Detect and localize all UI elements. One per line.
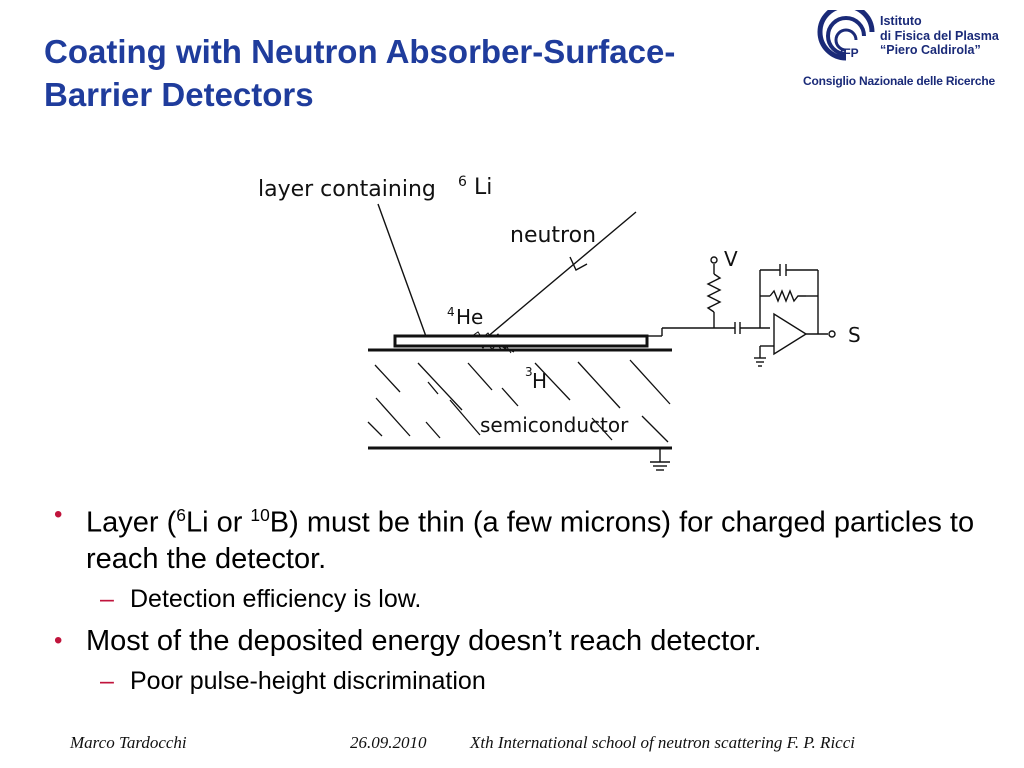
logo-institute-text: Istituto di Fisica del Plasma “Piero Cal… <box>880 14 999 58</box>
layer-label: layer containing <box>258 177 436 202</box>
signal-label: S <box>848 323 861 347</box>
h-superscript: 3 <box>525 365 533 379</box>
voltage-label: V <box>724 247 738 271</box>
neutron-track <box>485 211 637 339</box>
ifp-cnr-logo: IFP <box>817 10 875 61</box>
bullet-1-sup-b: 10 <box>250 505 270 525</box>
slide-title: Coating with Neutron Absorber-Surface- B… <box>44 30 824 116</box>
layer-pointer-line <box>377 203 429 343</box>
semiconductor-hatching <box>367 359 671 443</box>
logo-subtitle: Consiglio Nazionale delle Ricerche <box>803 74 995 88</box>
readout-circuit <box>648 256 836 367</box>
amplifier-symbol <box>773 312 808 356</box>
detector-diagram: layer containing 6 Li neutron 4 He 3 H s… <box>258 174 861 471</box>
sub-bullet-2-text: Poor pulse-height discrimination <box>130 666 486 695</box>
h-label: H <box>532 369 547 393</box>
bias-resistor <box>706 273 722 313</box>
sub-bullet-1-text: Detection efficiency is low. <box>130 584 422 613</box>
semiconductor-label: semiconductor <box>480 413 629 437</box>
bullet-1-text-b: Li or <box>185 506 251 539</box>
he-superscript: 4 <box>447 305 455 319</box>
sub-bullet-marker: – <box>100 666 114 695</box>
bullet-1-sup-a: 6 <box>176 505 186 525</box>
layer-element: Li <box>474 175 492 200</box>
absorber-layer <box>393 334 649 348</box>
bullet-2-text: Most of the deposited energy doesn’t rea… <box>86 624 762 657</box>
bullet-1-text-c: B) must be thin (a few microns) for char… <box>86 506 975 575</box>
slide-footer: Marco Tardocchi 26.09.2010 Xth Internati… <box>0 733 1024 755</box>
ifp-mark-text: IFP <box>840 46 859 60</box>
neutron-label: neutron <box>510 223 596 248</box>
bullet-list: • Layer (6Li or 10B) must be thin (a few… <box>52 497 982 705</box>
detector-ground-symbol <box>650 448 670 471</box>
ifp-swirl-mark <box>817 10 875 61</box>
footer-date: 26.09.2010 <box>350 733 427 752</box>
neutron-arrowhead <box>569 256 588 271</box>
feedback-resistor <box>769 289 806 303</box>
layer-superscript: 6 <box>458 174 467 190</box>
bias-terminal <box>710 256 718 264</box>
signal-terminal <box>828 330 836 338</box>
footer-author: Marco Tardocchi <box>70 733 187 752</box>
bullet-deposited-energy: • Most of the deposited energy doesn’t r… <box>52 623 982 659</box>
title-line-1: Coating with Neutron Absorber-Surface- <box>44 33 676 70</box>
he-label: He <box>456 305 483 329</box>
sub-bullet-marker: – <box>100 584 114 613</box>
logo-line-1: Istituto <box>880 14 922 28</box>
title-line-2: Barrier Detectors <box>44 76 314 113</box>
bullet-layer-thickness: • Layer (6Li or 10B) must be thin (a few… <box>52 497 982 577</box>
bullet-marker: • <box>54 626 63 654</box>
sub-bullet-efficiency: – Detection efficiency is low. <box>52 583 982 615</box>
logo-line-2: di Fisica del Plasma <box>880 28 999 43</box>
footer-event: Xth International school of neutron scat… <box>470 733 855 752</box>
logo-line-3: “Piero Caldirola” <box>880 43 981 57</box>
bullet-1-text-a: Layer ( <box>86 506 177 539</box>
sub-bullet-discrimination: – Poor pulse-height discrimination <box>52 665 982 697</box>
bullet-marker: • <box>54 501 63 528</box>
